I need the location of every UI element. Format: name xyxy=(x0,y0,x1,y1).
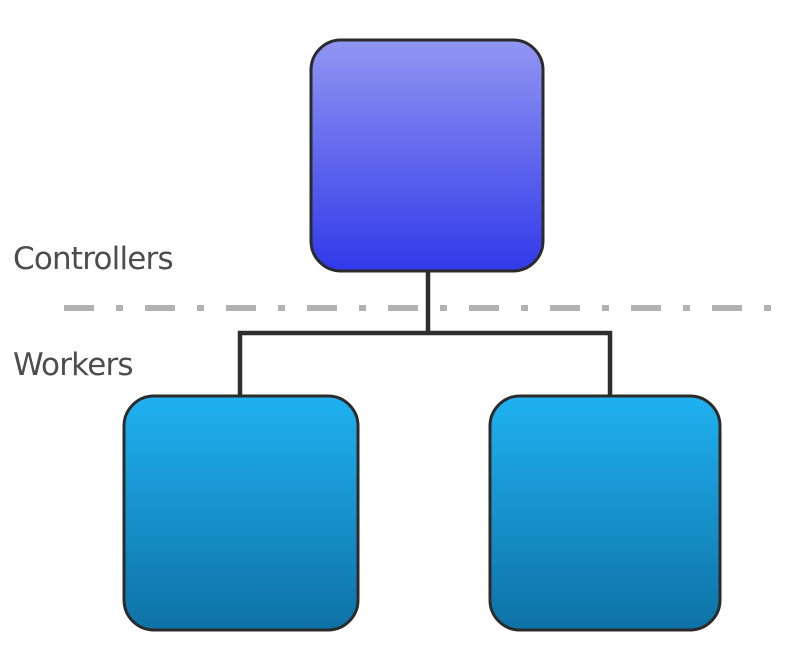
worker-node-2[interactable] xyxy=(488,394,722,632)
connector-workers-branch xyxy=(237,330,613,399)
controller-node[interactable] xyxy=(309,38,545,273)
tier-label-controllers: Controllers xyxy=(13,241,173,277)
tier-label-workers: Workers xyxy=(13,347,133,383)
worker-node-1[interactable] xyxy=(122,394,360,632)
